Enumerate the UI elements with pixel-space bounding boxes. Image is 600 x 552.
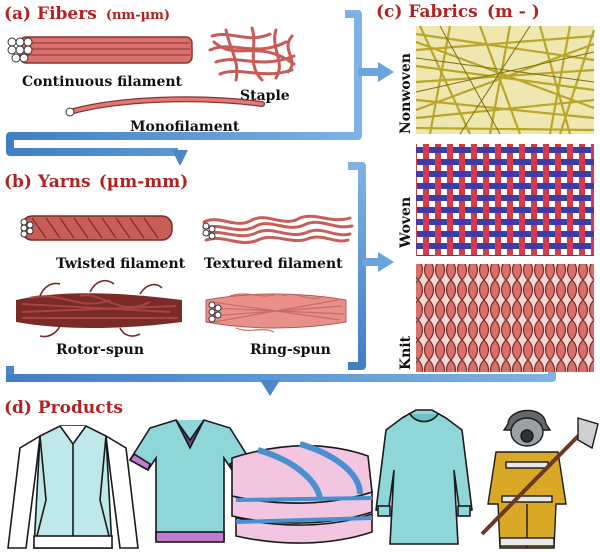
knit-fabric-icon: [416, 264, 594, 372]
blanket-icon: [231, 441, 373, 544]
svg-text:(b) Yarns (µm-mm): (b) Yarns (µm-mm): [4, 172, 188, 192]
fabrics-title: (c) Fabrics: [376, 2, 478, 22]
svg-text:(c) Fabrics (m - ): (c) Fabrics (m - ): [376, 2, 540, 22]
firefighter-icon: [480, 409, 599, 549]
woven-fabric-icon: [416, 144, 594, 256]
arrow-down-icon: [172, 150, 188, 166]
svg-text:(a) Fibers (nm-µm): (a) Fibers (nm-µm): [4, 4, 170, 24]
ring-spun-icon: [205, 293, 347, 333]
arrow-right-icon: [378, 252, 394, 272]
woven-label: Woven: [398, 197, 414, 249]
rotor-spun-icon: [16, 279, 182, 338]
fibers-section: (a) Fibers (nm-µm) Continuous filament: [4, 4, 296, 135]
fabrics-section: (c) Fabrics (m - ) Nonwoven W: [376, 2, 596, 372]
staple-fibers-icon: [208, 26, 296, 82]
rotor-spun-label: Rotor-spun: [56, 342, 144, 358]
yarns-section: (b) Yarns (µm-mm) Twisted filament Textu…: [4, 172, 354, 358]
twisted-filament-icon: [20, 215, 173, 241]
continuous-filament-icon: [7, 36, 193, 64]
knit-label: Knit: [398, 335, 414, 370]
textured-filament-label: Textured filament: [204, 256, 343, 272]
yarns-scale: (µm-mm): [99, 172, 189, 192]
twisted-filament-label: Twisted filament: [56, 256, 186, 272]
gown-icon: [375, 409, 473, 545]
fibers-title: (a) Fibers: [4, 4, 97, 24]
continuous-filament-label: Continuous filament: [22, 74, 183, 90]
fibers-scale: (nm-µm): [106, 8, 170, 23]
nonwoven-label: Nonwoven: [398, 53, 414, 134]
jacket-icon: [7, 425, 139, 549]
products-title: (d) Products: [4, 398, 123, 418]
products-section: (d) Products: [4, 398, 599, 549]
textured-filament-icon: [202, 214, 354, 245]
fabrics-scale: (m - ): [487, 2, 540, 22]
monofilament-label: Monofilament: [130, 119, 240, 135]
yarns-title: (b) Yarns: [4, 172, 91, 192]
arrow-down-icon: [260, 380, 280, 396]
nonwoven-fabric-icon: [415, 25, 596, 135]
monofilament-icon: [65, 96, 265, 117]
ring-spun-label: Ring-spun: [250, 342, 331, 358]
